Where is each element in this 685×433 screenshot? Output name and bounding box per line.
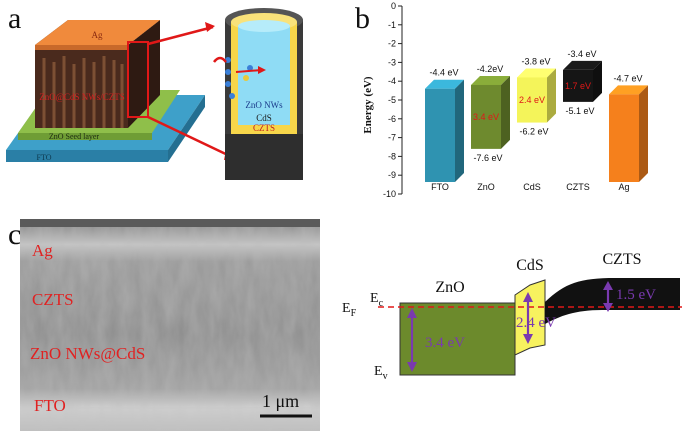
bar-cds: -3.8 eV -6.2 eV 2.4 eV CdS — [517, 56, 556, 192]
bar-front-face — [563, 69, 593, 102]
bar-side-face — [593, 60, 602, 102]
bar-top-face — [563, 60, 602, 70]
czts-band — [545, 278, 680, 324]
gap-label-zno: 3.4 eV — [425, 335, 465, 351]
label-core: ZnO@CdS NWs/CZTS — [39, 92, 125, 102]
band-label-cds: CdS — [516, 257, 544, 274]
gap-label-czts: 1.5 eV — [616, 287, 656, 303]
sem-cross-section: Ag CZTS ZnO NWs@CdS FTO 1 μm — [20, 219, 320, 431]
bar-top-face — [609, 85, 648, 95]
bar-top-label: -4.7 eV — [613, 73, 642, 83]
ev-label: Ev — [374, 364, 388, 382]
bar-top-face — [471, 75, 510, 85]
y-tick-label: -1 — [388, 20, 396, 30]
y-tick-label: -7 — [388, 133, 396, 143]
chart-axis: 0 -1 -2 -3 -4 -5 -6 -7 -8 -9 -10 — [383, 1, 403, 199]
band-diagram: ZnO CdS CZTS 3.4 eV 2.4 eV 1.5 eV Ec EF … — [342, 251, 682, 382]
bar-gap-label: 2.4 eV — [519, 95, 545, 105]
label-seed: ZnO Seed layer — [49, 132, 100, 141]
panel-label-b: b — [355, 2, 370, 35]
sem-label-czts: CZTS — [32, 290, 74, 309]
bar-front-face — [517, 77, 547, 123]
nanowire-stripes — [42, 56, 124, 128]
label-fto: FTO — [37, 153, 52, 162]
y-tick-label: -5 — [388, 95, 396, 105]
zoom-box — [127, 41, 149, 118]
band-label-czts: CZTS — [602, 251, 641, 268]
fto-layer-front — [6, 150, 168, 162]
bar-category-label: ZnO — [477, 182, 495, 192]
bar-top-face — [517, 68, 556, 78]
scale-bar-label: 1 μm — [262, 391, 300, 411]
sem-label-zno-nws-cds: ZnO NWs@CdS — [30, 344, 146, 363]
panel-label-c: c — [8, 218, 22, 251]
bar-side-face — [455, 79, 464, 182]
bar-category-label: FTO — [431, 182, 449, 192]
ec-label: Ec — [370, 291, 384, 309]
inset-label-czts: CZTS — [253, 123, 275, 133]
energy-level-chart: 0-1-2-3-4-5-6-7-8-9-10 -4.4 eVFTO-4.2eV-… — [362, 1, 648, 199]
ef-label: EF — [342, 301, 357, 319]
sem-label-fto: FTO — [34, 396, 66, 415]
y-tick-label: -2 — [388, 39, 396, 49]
sem-label-ag: Ag — [32, 241, 53, 260]
bar-side-face — [547, 68, 556, 123]
device-schematic: Ag ZnO@CdS NWs/CZTS ZnO Seed layer FTO Z… — [6, 8, 303, 180]
label-ag: Ag — [92, 30, 103, 40]
bar-gap-label: 3.4 eV — [473, 112, 499, 122]
inset-label-nw: ZnO NWs — [245, 100, 283, 110]
bar-front-face — [471, 84, 501, 149]
bar-top-label: -3.8 eV — [521, 56, 550, 66]
ag-layer-front — [35, 45, 128, 50]
nanowire-inset — [213, 8, 303, 180]
bar-ag: -4.7 eV Ag — [609, 73, 648, 192]
bar-bottom-label: -5.1 eV — [565, 106, 594, 116]
bar-czts: -3.4 eV -5.1 eV 1.7 eV CZTS — [563, 49, 602, 192]
y-tick-label: -4 — [388, 76, 396, 86]
y-tick-label: -9 — [388, 170, 396, 180]
y-tick-label: 0 — [391, 1, 396, 11]
ag-layer-top — [35, 20, 160, 45]
bar-front-face — [425, 88, 455, 182]
bar-top-label: -4.2eV — [477, 64, 504, 74]
band-label-zno: ZnO — [435, 279, 464, 296]
y-axis-label: Energy (eV) — [362, 76, 374, 133]
bar-top-label: -4.4 eV — [429, 68, 458, 78]
bar-top-label: -3.4 eV — [567, 49, 596, 59]
seed-layer-front — [18, 133, 152, 140]
bar-bottom-label: -6.2 eV — [519, 127, 548, 137]
y-tick-label: -8 — [388, 151, 396, 161]
bar-category-label: Ag — [618, 182, 629, 192]
y-tick-label: -3 — [388, 57, 396, 67]
bar-side-face — [501, 75, 510, 149]
bar-category-label: CZTS — [566, 182, 590, 192]
y-tick-label: -6 — [388, 114, 396, 124]
bar-category-label: CdS — [523, 182, 541, 192]
gap-label-cds: 2.4 eV — [516, 315, 556, 331]
bar-front-face — [609, 94, 639, 182]
bar-zno: -4.2eV -7.6 eV 3.4 eV ZnO — [471, 64, 510, 192]
y-tick-label: -10 — [383, 189, 396, 199]
bar-bottom-label: -7.6 eV — [473, 153, 502, 163]
bar-gap-label: 1.7 eV — [565, 81, 591, 91]
inset-label-cds: CdS — [256, 113, 272, 123]
bar-fto: -4.4 eV FTO — [425, 68, 464, 192]
bar-side-face — [639, 85, 648, 182]
bar-top-face — [425, 79, 464, 89]
fto-layer-side — [168, 95, 205, 162]
cds-band — [514, 279, 546, 356]
panel-label-a: a — [8, 2, 22, 35]
czts-block-side — [128, 20, 160, 128]
